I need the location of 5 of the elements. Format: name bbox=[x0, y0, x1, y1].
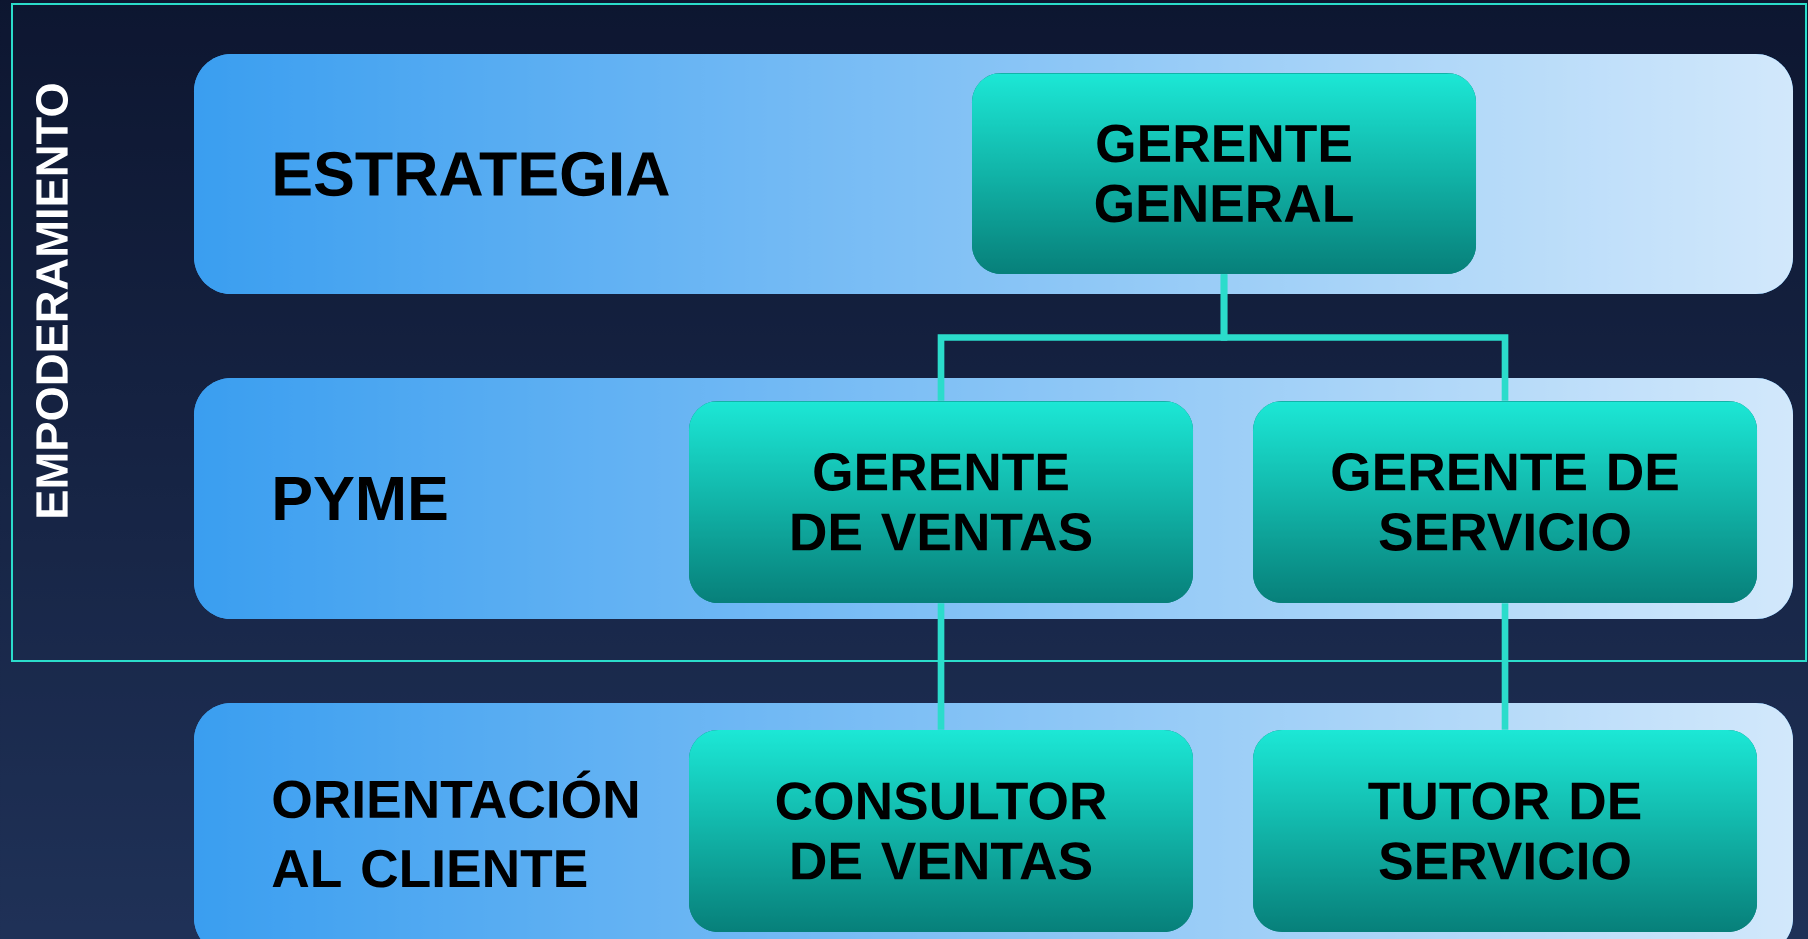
role-box: TUTOR DE SERVICIO bbox=[1253, 730, 1757, 932]
role-box: GERENTE DE VENTAS bbox=[689, 401, 1193, 603]
role-box: GERENTE GENERAL bbox=[972, 73, 1476, 275]
role-box: GERENTE DE SERVICIO bbox=[1253, 401, 1757, 603]
role-box: CONSULTOR DE VENTAS bbox=[689, 730, 1193, 932]
